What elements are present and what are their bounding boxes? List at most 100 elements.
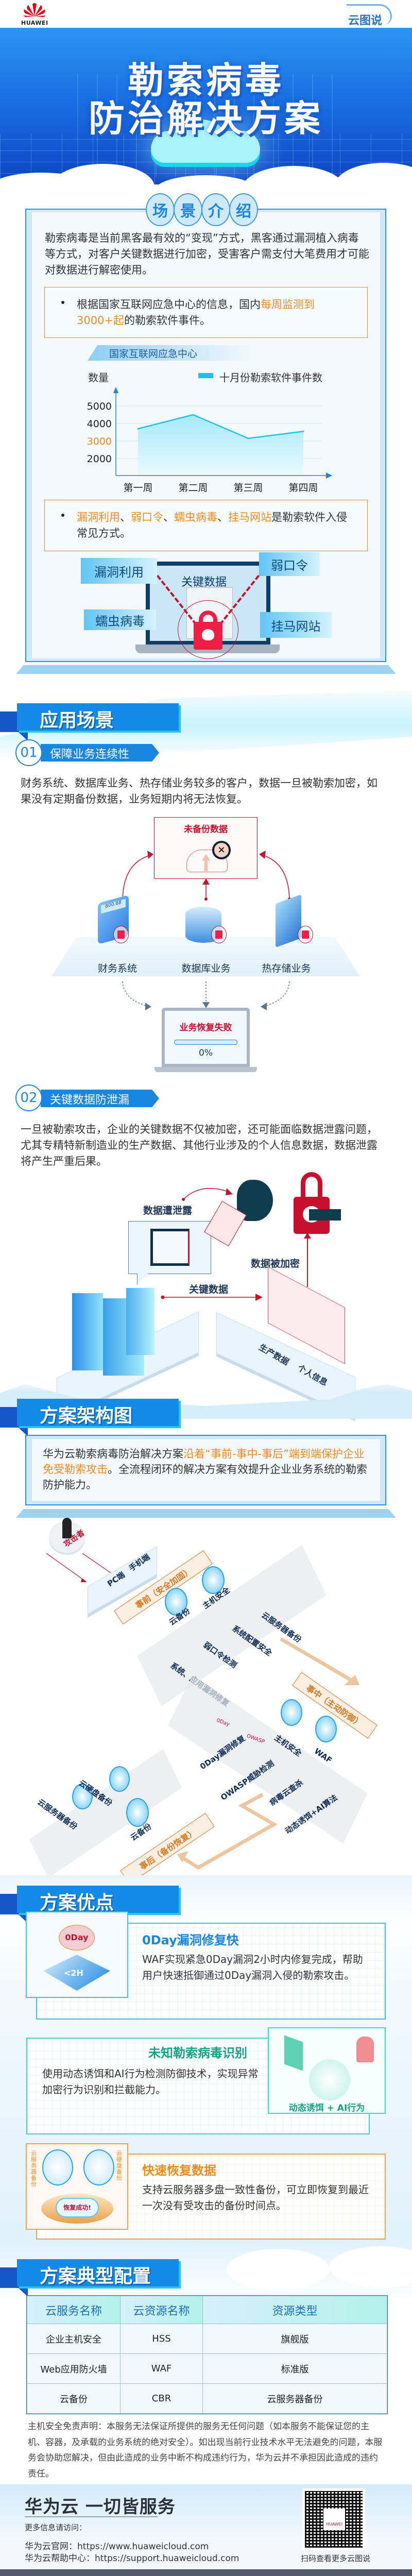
column-header: 资源类型 <box>202 2296 387 2324</box>
advantage-2-image: 动态诱饵 + AI行为 <box>268 2027 386 2114</box>
zero-day-icon: 0Day <box>59 1925 95 1951</box>
before-to-during-arrow <box>280 1637 359 1685</box>
scenario-2-text: 一旦被勒索攻击，企业的关键数据不仅被加密，还可能面临数据泄露问题，尤其专精特新制… <box>21 1123 377 1167</box>
server-backup-icon <box>72 1784 93 1809</box>
data-point <box>192 414 194 416</box>
advantage-2-caption: 动态诱饵 + AI行为 <box>288 2103 365 2113</box>
vector-label-weak-password: 弱口令 <box>259 552 320 576</box>
badge-char: 介 <box>201 193 230 226</box>
lock-badge-icon <box>298 926 313 943</box>
site-link-row: 华为云官网：https://www.huaweicloud.com <box>25 2539 209 2552</box>
advantage-3-text: 支持云服务器多盘一致性备份，可立即恢复到最近一次没有受攻击的备份时间点。 <box>142 2183 369 2212</box>
y-tick-label: 5000 <box>87 401 112 412</box>
help-link[interactable]: https://support.huaweicloud.com <box>95 2553 239 2564</box>
chart-source-label: 国家互联网应急中心 <box>109 348 198 360</box>
system-label-hot-storage: 热存储业务 <box>262 963 311 974</box>
table-cell: WAF <box>120 2353 203 2384</box>
speech-bubble <box>128 1221 211 1274</box>
advantage-3-title: 快速恢复数据 <box>142 2163 216 2178</box>
cloud-decoration <box>227 2249 330 2290</box>
qr-code[interactable]: HUAWEI <box>302 2488 365 2550</box>
red-arrows <box>121 851 291 901</box>
y-tick-label: 2000 <box>87 453 112 465</box>
x-tick-label: 第二周 <box>178 482 208 494</box>
attacker-platform <box>49 1518 85 1553</box>
storage-icon <box>276 894 301 948</box>
y-tick-label: 3000 <box>87 436 112 447</box>
table-cell: Web应用防火墙 <box>27 2353 121 2384</box>
x-tick-label: 第三周 <box>233 482 263 494</box>
scenario-1-number: 01 <box>15 739 42 766</box>
chart-source-tag <box>88 345 252 361</box>
advantage-1-title: 0Day漏洞修复快 <box>142 1933 239 1947</box>
folder-icon <box>150 1229 190 1266</box>
disk-backup-side-label: 云硬盘备份 <box>116 2150 122 2181</box>
key-data-label: 关键数据 <box>181 576 227 589</box>
footer-slogan: 华为云 一切皆服务 <box>25 2497 176 2517</box>
column-header: 云资源名称 <box>120 2296 203 2324</box>
help-label: 华为云帮助中心： <box>25 2553 95 2564</box>
card-shelf <box>16 665 396 674</box>
dotted-arrows <box>122 981 290 1010</box>
recovery-laptop: 业务恢复失败 0% <box>162 1008 250 1067</box>
key-data-arrow <box>161 1294 263 1301</box>
desc-text: 华为云勒索病毒防治解决方案 <box>43 1448 183 1460</box>
host-security-icon <box>202 1566 225 1594</box>
table-cell: 云备份 <box>27 2383 121 2414</box>
advantage-1-image: 0Day <2H <box>26 1911 128 1998</box>
table-cell: 标准版 <box>202 2353 387 2384</box>
help-link-row: 华为云帮助中心：https://support.huaweicloud.com <box>25 2551 239 2564</box>
systems-platform <box>52 937 360 976</box>
fact-highlight: 每周监测到3000+起 <box>77 298 315 327</box>
disk-backup-icon <box>109 1766 130 1792</box>
badge-char: 绍 <box>229 193 258 226</box>
search-fail-icon: × <box>212 841 231 859</box>
cloud-backup-icon <box>165 1588 187 1616</box>
scenario-1-text: 财务系统、数据库业务、热存储业务较多的客户，数据一旦被勒索加密，如果没有定期备份… <box>21 777 377 805</box>
site-link[interactable]: https://www.huaweicloud.com <box>77 2541 209 2552</box>
data-encrypted-label: 数据被加密 <box>251 1258 300 1269</box>
vector-label-worm: 蠕虫病毒 <box>84 609 156 630</box>
badge-char: 景 <box>174 193 202 226</box>
lock-badge-icon <box>211 926 227 943</box>
fact-text: 、 <box>120 511 131 523</box>
section-heading-advantages: 方案优点 <box>17 1886 179 1913</box>
series-area <box>138 415 303 476</box>
unbacked-data-label: 未备份数据 <box>184 824 228 835</box>
bullet-icon <box>61 301 64 304</box>
table-cell: 云服务器备份 <box>202 2383 387 2414</box>
table-cell: 旗舰版 <box>202 2324 387 2354</box>
fact-highlight: 弱口令 <box>131 511 163 523</box>
fact-text: 是勒索软件入侵常见方式。 <box>77 511 347 539</box>
host-security-icon <box>281 1699 302 1726</box>
encrypted-padlock-icon <box>294 1172 341 1234</box>
qr-huawei-logo: HUAWEI <box>323 2509 345 2530</box>
legend-label: 十月份勒索软件事件数 <box>219 371 322 384</box>
restore-success-badge: 恢复成功! <box>56 2198 99 2217</box>
data-point <box>247 437 249 439</box>
unbacked-data-box: 未备份数据 × <box>154 817 258 879</box>
x-axis-arrow <box>326 472 332 479</box>
vector-label-trojan-site: 挂马网站 <box>260 612 332 638</box>
site-label: 华为云官网： <box>25 2541 77 2552</box>
bubble-tail <box>137 1274 148 1285</box>
column-header: 云服务名称 <box>27 2296 121 2324</box>
system-label-database: 数据库业务 <box>181 963 231 974</box>
ransom-lock-icon <box>356 2037 374 2062</box>
badge-char: 场 <box>146 193 175 226</box>
scenario-1-title: 保障业务连续性 <box>41 744 159 761</box>
architecture-card-inner <box>32 1439 380 1501</box>
cloud-decoration <box>330 2246 412 2287</box>
red-arc-arrow <box>182 1188 233 1201</box>
lock-badge-icon <box>113 926 129 943</box>
advantage-2-title: 未知勒索病毒识别 <box>148 2046 247 2060</box>
attacker-icon <box>62 1518 72 1538</box>
advantage-3-image: 云服务器备份 云硬盘备份 恢复成功! <box>26 2143 128 2230</box>
fact-highlight: 漏洞利用 <box>77 511 120 523</box>
fact-text: 根据国家互联网应急中心的信息，国内 <box>77 298 261 311</box>
fact-text: 、 <box>217 511 228 523</box>
qr-caption: 扫码查看更多云图说 <box>301 2554 371 2563</box>
